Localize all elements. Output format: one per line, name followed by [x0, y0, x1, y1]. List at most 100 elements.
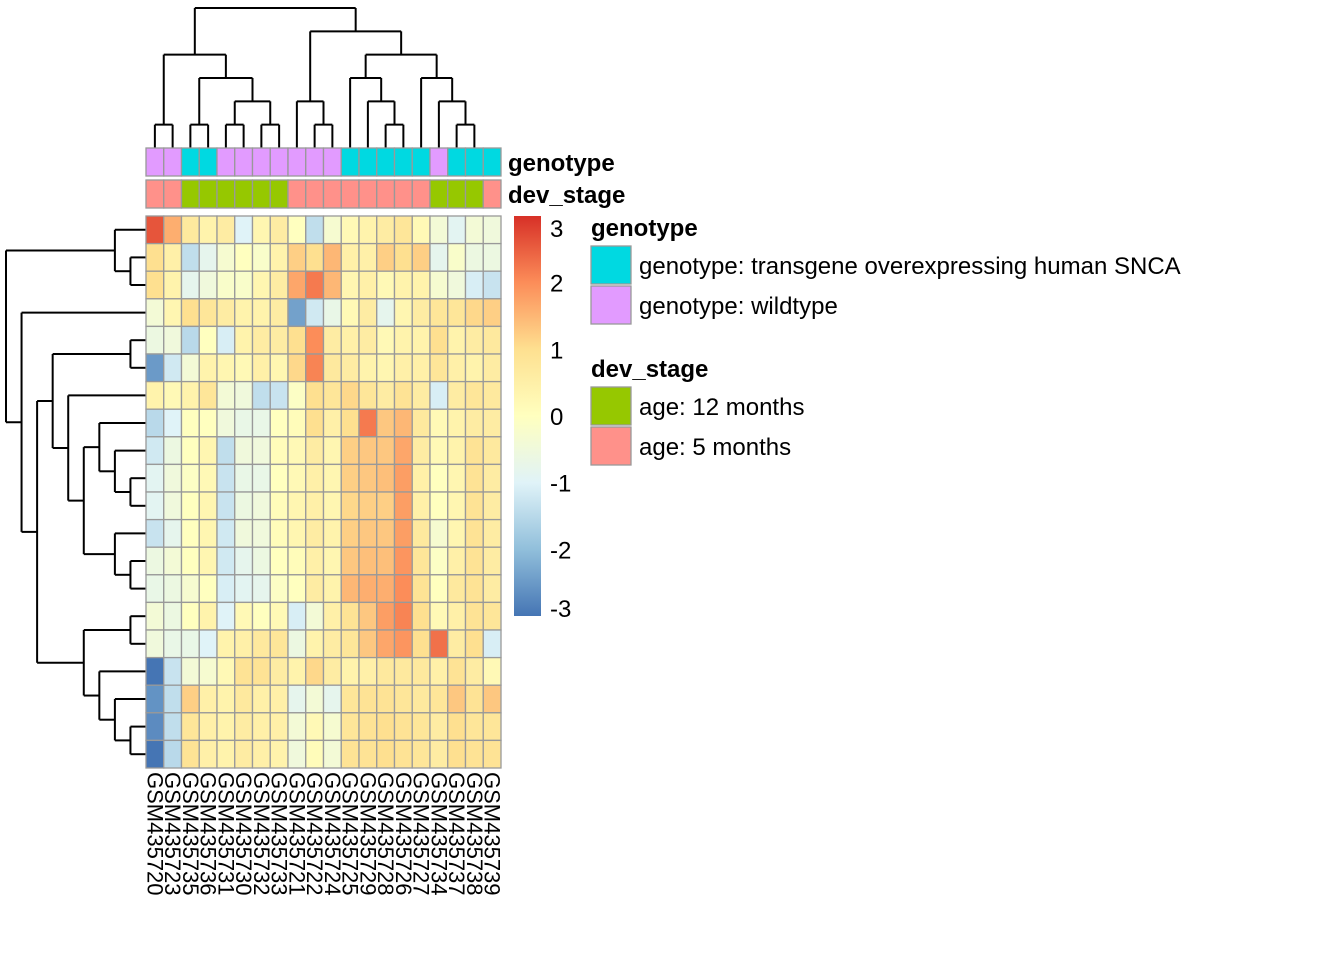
- heatmap-cell: [216, 601, 236, 631]
- heatmap-cell: [411, 242, 431, 272]
- heatmap-cell: [447, 408, 467, 438]
- heatmap-cell: [251, 242, 271, 272]
- heatmap-cell: [198, 353, 218, 383]
- heatmap-cell: [198, 242, 218, 272]
- heatmap-cell: [234, 601, 254, 631]
- heatmap-cell: [251, 380, 271, 410]
- heatmap-cell: [482, 408, 502, 438]
- heatmap-cell: [287, 518, 307, 548]
- column-label: GSM435721: [284, 772, 309, 896]
- heatmap-cell: [376, 463, 396, 493]
- heatmap-cell: [322, 215, 342, 245]
- heatmap-cell: [482, 436, 502, 466]
- heatmap-cell: [180, 491, 200, 521]
- heatmap-cell: [145, 739, 165, 769]
- heatmap-cell: [269, 601, 289, 631]
- heatmap-cell: [305, 215, 325, 245]
- column-label: GSM435739: [480, 772, 505, 896]
- heatmap-cell: [163, 518, 183, 548]
- heatmap-cell: [482, 215, 502, 245]
- heatmap-cell: [376, 601, 396, 631]
- genotype-track-label: genotype: [508, 150, 615, 177]
- heatmap-cell: [198, 436, 218, 466]
- heatmap-cell: [429, 656, 449, 686]
- heatmap-cell: [145, 408, 165, 438]
- heatmap-cell: [234, 380, 254, 410]
- heatmap-cell: [180, 684, 200, 714]
- heatmap-cell: [482, 298, 502, 328]
- heatmap-cell: [305, 242, 325, 272]
- heatmap-cell: [216, 242, 236, 272]
- heatmap-cell: [163, 629, 183, 659]
- heatmap-cell: [322, 463, 342, 493]
- heatmap-cell: [322, 601, 342, 631]
- heatmap-cell: [269, 325, 289, 355]
- heatmap-cell: [358, 712, 378, 742]
- heatmap-cell: [269, 712, 289, 742]
- heatmap-cell: [464, 601, 484, 631]
- heatmap-cell: [234, 242, 254, 272]
- heatmap-cell: [447, 242, 467, 272]
- heatmap-cell: [234, 463, 254, 493]
- column-label: GSM435735: [178, 772, 203, 896]
- heatmap-cell: [251, 463, 271, 493]
- dev_stage-annotation-cell: [287, 179, 307, 209]
- dev_stage-annotation-cell: [340, 179, 360, 209]
- heatmap-cell: [393, 546, 413, 576]
- row-dendrogram: [5, 228, 146, 756]
- heatmap-cell: [198, 684, 218, 714]
- heatmap-cell: [180, 574, 200, 604]
- genotype-annotation-cell: [269, 147, 289, 177]
- heatmap-cell: [393, 518, 413, 548]
- heatmap-cell: [180, 242, 200, 272]
- heatmap-cell: [376, 325, 396, 355]
- heatmap-cell: [305, 436, 325, 466]
- dev_stage-legend-label: age: 5 months: [639, 434, 791, 461]
- dev_stage-annotation-cell: [198, 179, 218, 209]
- heatmap-cell: [376, 656, 396, 686]
- heatmap-cell: [216, 574, 236, 604]
- heatmap-cell: [305, 353, 325, 383]
- heatmap-cell: [198, 518, 218, 548]
- heatmap-cell: [198, 739, 218, 769]
- heatmap-cell: [358, 601, 378, 631]
- heatmap-cell: [376, 684, 396, 714]
- dev_stage-annotation-cell: [269, 179, 289, 209]
- heatmap-cell: [198, 325, 218, 355]
- heatmap-cell: [287, 270, 307, 300]
- dev_stage-annotation-cell: [145, 179, 165, 209]
- genotype-legend-label: genotype: transgene overexpressing human…: [639, 253, 1181, 280]
- heatmap-cell: [180, 656, 200, 686]
- column-label: GSM435723: [160, 772, 185, 896]
- heatmap-cell: [358, 270, 378, 300]
- heatmap-cell: [322, 380, 342, 410]
- heatmap-cell: [376, 436, 396, 466]
- heatmap-cell: [269, 242, 289, 272]
- heatmap-cell: [234, 629, 254, 659]
- heatmap-cell: [447, 601, 467, 631]
- genotype-annotation-cell: [429, 147, 449, 177]
- heatmap-cell: [180, 739, 200, 769]
- heatmap-cell: [163, 712, 183, 742]
- dev_stage-annotation-cell: [393, 179, 413, 209]
- heatmap-cell: [198, 380, 218, 410]
- heatmap-cell: [358, 298, 378, 328]
- heatmap-cell: [358, 215, 378, 245]
- heatmap-cell: [180, 436, 200, 466]
- heatmap-cell: [376, 215, 396, 245]
- dev_stage-annotation-cell: [482, 179, 502, 209]
- heatmap-cell: [251, 712, 271, 742]
- color-scale-tick-label: 3: [550, 216, 563, 243]
- heatmap-cell: [234, 574, 254, 604]
- heatmap-cell: [216, 739, 236, 769]
- heatmap-cell: [411, 546, 431, 576]
- heatmap-cell: [464, 491, 484, 521]
- heatmap-cell: [411, 518, 431, 548]
- heatmap-cell: [269, 546, 289, 576]
- heatmap-cell: [376, 629, 396, 659]
- heatmap-cell: [464, 436, 484, 466]
- heatmap-cell: [482, 546, 502, 576]
- heatmap-cell: [163, 574, 183, 604]
- heatmap-cell: [411, 684, 431, 714]
- heatmap-cell: [145, 546, 165, 576]
